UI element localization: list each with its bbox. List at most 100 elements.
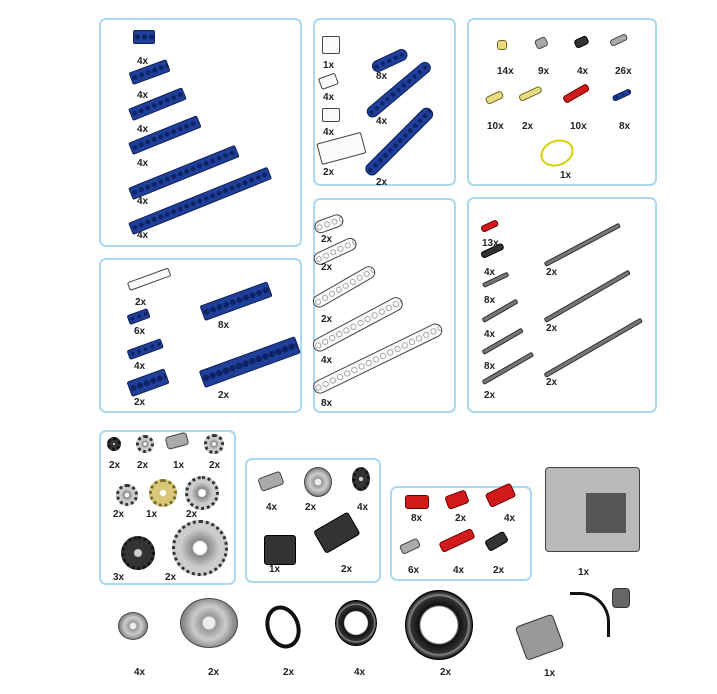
part-count: 2x: [305, 502, 317, 513]
part-count: 2x: [484, 390, 496, 401]
part-count: 6x: [408, 565, 420, 576]
part-count: 1x: [544, 668, 556, 679]
part-count: 2x: [134, 397, 146, 408]
part-count: 8x: [376, 71, 388, 82]
part-count: 3x: [113, 572, 125, 583]
part-count: 2x: [321, 314, 333, 325]
part-count: 4x: [577, 66, 589, 77]
part-count: 2x: [165, 572, 177, 583]
part-count: 4x: [453, 565, 465, 576]
round-brick-icon: [322, 36, 340, 54]
part-count: 2x: [546, 323, 558, 334]
part-count: 1x: [323, 60, 335, 71]
dark-wheel-icon: [352, 467, 370, 491]
gear-16-icon: [204, 434, 224, 454]
part-count: 10x: [570, 121, 587, 132]
part-count: 2x: [218, 390, 230, 401]
part-count: 2x: [546, 377, 558, 388]
part-count: 4x: [137, 56, 149, 67]
part-count: 13x: [482, 238, 499, 249]
part-count: 2x: [323, 167, 335, 178]
part-count: 4x: [137, 158, 149, 169]
small-tyre-icon: [335, 600, 377, 646]
part-count: 2x: [493, 565, 505, 576]
part-count: 4x: [137, 196, 149, 207]
part-count: 4x: [504, 513, 516, 524]
battery-box-icon: [545, 467, 640, 552]
cross-connector-icon: [405, 495, 429, 509]
gear-20-tan-icon: [149, 479, 177, 507]
part-count: 4x: [376, 116, 388, 127]
part-count: 4x: [137, 124, 149, 135]
part-count: 1x: [173, 460, 185, 471]
gear-40-icon: [172, 520, 228, 576]
part-count: 1x: [269, 564, 281, 575]
gear-24-crown-icon: [185, 476, 219, 510]
part-count: 2x: [137, 460, 149, 471]
part-count: 26x: [615, 66, 632, 77]
pulley-disc-icon: [304, 467, 332, 497]
part-count: 8x: [411, 513, 423, 524]
brick-1x2-hole-icon: [322, 108, 340, 122]
brick-1x2-icon: [133, 30, 155, 44]
part-count: 2x: [321, 262, 333, 273]
motor-icon: [514, 613, 565, 661]
panel-pins-and-bushes: [467, 18, 657, 186]
motor-plug-icon: [612, 588, 630, 608]
part-count: 1x: [146, 509, 158, 520]
panel-plates: [99, 258, 302, 413]
part-count: 4x: [321, 355, 333, 366]
part-count: 4x: [137, 90, 149, 101]
panel-pulleys: [245, 458, 381, 583]
panel-bricks-and-bent-beams: [313, 18, 456, 186]
part-count: 1x: [560, 170, 572, 181]
part-count: 1x: [578, 567, 590, 578]
large-rim-icon: [180, 598, 238, 648]
part-count: 10x: [487, 121, 504, 132]
part-count: 2x: [455, 513, 467, 524]
part-count: 2x: [109, 460, 121, 471]
part-count: 2x: [113, 509, 125, 520]
half-bush-icon: [497, 40, 507, 50]
part-count: 2x: [208, 667, 220, 678]
part-count: 4x: [484, 329, 496, 340]
part-count: 2x: [341, 564, 353, 575]
part-count: 2x: [546, 267, 558, 278]
small-wheel-icon: [118, 612, 148, 640]
part-count: 4x: [266, 502, 278, 513]
part-count: 2x: [283, 667, 295, 678]
part-count: 8x: [619, 121, 631, 132]
part-count: 9x: [538, 66, 550, 77]
large-tyre-icon: [405, 590, 473, 660]
part-count: 14x: [497, 66, 514, 77]
part-count: 8x: [484, 361, 496, 372]
motor-cable-icon: [570, 592, 610, 637]
double-pulley-icon: [264, 535, 296, 565]
part-count: 8x: [484, 295, 496, 306]
gear-24-icon: [121, 536, 155, 570]
panel-gears: [99, 430, 236, 585]
gear-8-icon: [107, 437, 121, 451]
part-count: 2x: [321, 234, 333, 245]
panel-connectors: [390, 486, 532, 581]
part-count: 8x: [321, 398, 333, 409]
part-count: 4x: [484, 267, 496, 278]
part-count: 6x: [134, 326, 146, 337]
gear-12-icon: [136, 435, 154, 453]
part-count: 2x: [209, 460, 221, 471]
part-count: 4x: [354, 667, 366, 678]
part-count: 4x: [134, 667, 146, 678]
part-count: 4x: [323, 92, 335, 103]
gear-12b-icon: [116, 484, 138, 506]
thin-tyre-icon: [259, 600, 307, 654]
part-count: 4x: [137, 230, 149, 241]
part-count: 4x: [323, 127, 335, 138]
part-count: 2x: [186, 509, 198, 520]
part-count: 2x: [440, 667, 452, 678]
part-count: 4x: [134, 361, 146, 372]
part-count: 2x: [522, 121, 534, 132]
part-count: 2x: [376, 177, 388, 188]
panel-axles: [467, 197, 657, 413]
part-count: 4x: [357, 502, 369, 513]
